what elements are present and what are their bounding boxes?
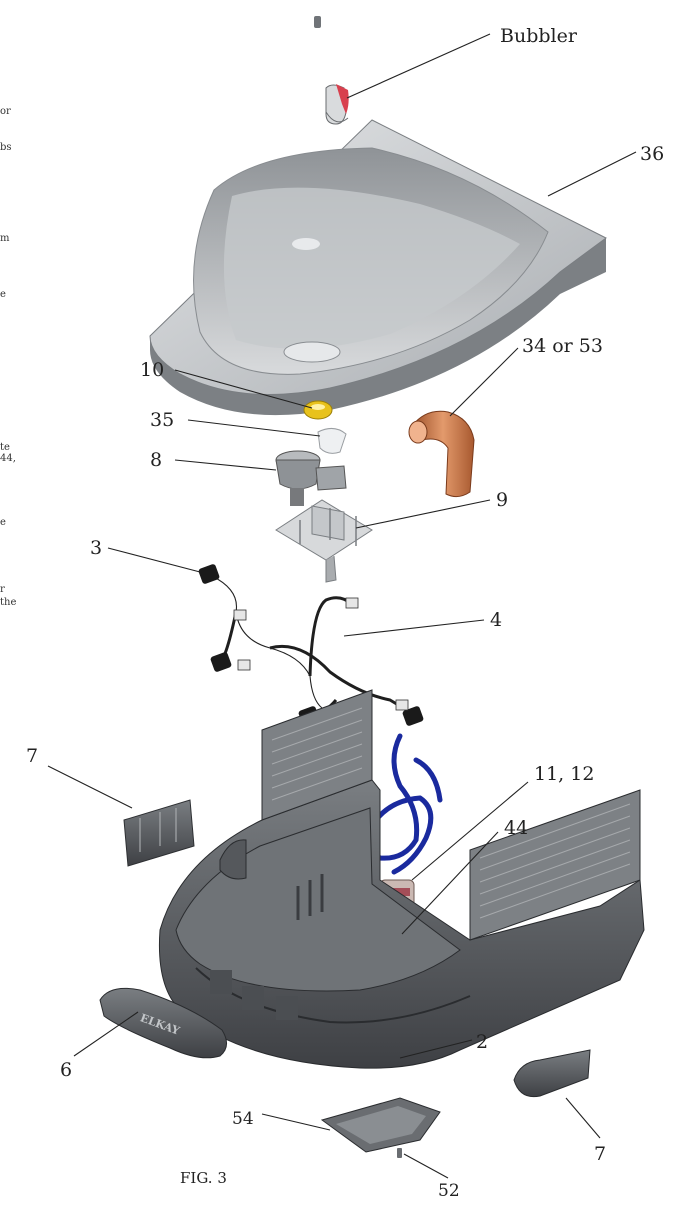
- margin-fragment: e: [0, 517, 6, 528]
- callout-44: 44: [504, 817, 528, 839]
- margin-fragment: e: [0, 289, 6, 300]
- leader-3: [107, 547, 201, 573]
- gasket-part: [317, 428, 347, 454]
- basin-part: [149, 119, 607, 416]
- margin-fragment: or: [0, 106, 11, 117]
- leader-36: [547, 151, 637, 197]
- drain-body-part: [275, 450, 347, 506]
- copper-elbow-part: [408, 410, 475, 498]
- margin-fragment: te: [0, 442, 10, 453]
- right-trim-part: [513, 1049, 591, 1098]
- bottom-plate-part: [320, 1097, 441, 1153]
- leader-54: [261, 1113, 331, 1131]
- leader-9: [355, 499, 491, 529]
- leader-35: [187, 419, 321, 437]
- bottom-screw-part: [397, 1148, 402, 1158]
- margin-fragment: the: [0, 597, 16, 608]
- leader-44: [401, 831, 499, 935]
- callout-11-12: 11, 12: [534, 763, 594, 785]
- margin-fragment: r: [0, 584, 5, 595]
- figure-caption: FIG. 3: [180, 1169, 227, 1187]
- callout-8: 8: [150, 449, 162, 471]
- mounting-bracket-part: [275, 499, 373, 583]
- left-margin-text: or bs m e te 44, e r the: [0, 106, 16, 608]
- bubbler-part: [325, 84, 349, 125]
- front-logo-plate-part: ELKAY: [99, 987, 227, 1059]
- callout-bubbler: Bubbler: [500, 25, 578, 47]
- callout-7-left: 7: [26, 745, 38, 767]
- leader-bubbler: [346, 33, 491, 99]
- leader-2: [399, 1039, 473, 1059]
- margin-fragment: m: [0, 233, 10, 244]
- leader-7-left: [47, 765, 133, 809]
- callout-9: 9: [496, 489, 508, 511]
- leader-11-12: [411, 781, 529, 881]
- wire-harness-part: [198, 564, 424, 726]
- leader-6: [73, 1011, 139, 1057]
- leader-34-53: [449, 347, 519, 417]
- leader-4: [343, 619, 485, 637]
- callout-54: 54: [232, 1109, 254, 1129]
- leader-8: [174, 459, 277, 471]
- callout-35: 35: [150, 409, 174, 431]
- callout-3: 3: [90, 537, 102, 559]
- margin-fragment: 44,: [0, 453, 16, 464]
- callout-10: 10: [140, 359, 164, 381]
- main-housing-part: [158, 689, 645, 1069]
- callout-labels: Bubbler 36 10 34 or 53 35 8 9 3 4 7 11, …: [26, 25, 664, 1201]
- callout-6: 6: [60, 1059, 72, 1081]
- top-screw-part: [314, 16, 321, 28]
- callout-34-or-53: 34 or 53: [522, 335, 603, 357]
- callout-4: 4: [490, 609, 502, 631]
- strainer-part: [303, 400, 333, 420]
- leader-lines: [47, 33, 637, 1179]
- margin-fragment: bs: [0, 142, 12, 153]
- callout-36: 36: [640, 143, 664, 165]
- callout-52: 52: [438, 1181, 460, 1201]
- leader-52: [403, 1153, 449, 1179]
- callout-7-right: 7: [594, 1143, 606, 1165]
- leader-10: [174, 369, 313, 409]
- left-trim-part: [123, 799, 195, 867]
- leader-7-right: [565, 1097, 601, 1139]
- callout-2: 2: [476, 1031, 488, 1053]
